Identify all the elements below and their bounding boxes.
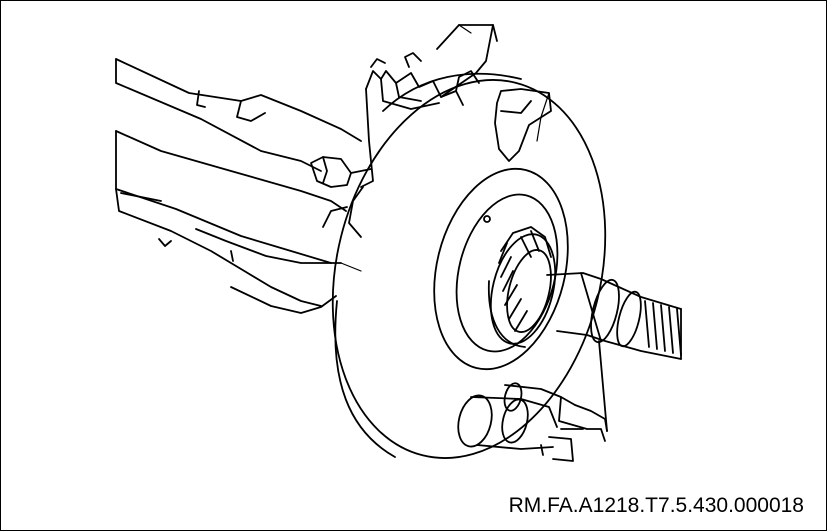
suspension-arm <box>115 58 372 314</box>
wheel-stud-tool <box>457 340 608 462</box>
wheel-hub-bearing <box>487 226 557 348</box>
brake-disc <box>331 72 607 459</box>
callout-lines <box>340 24 550 272</box>
brake-caliper <box>322 24 498 238</box>
drive-shaft <box>546 272 682 360</box>
figure-reference-code: RM.FA.A1218.T7.5.430.000018 <box>508 494 804 517</box>
